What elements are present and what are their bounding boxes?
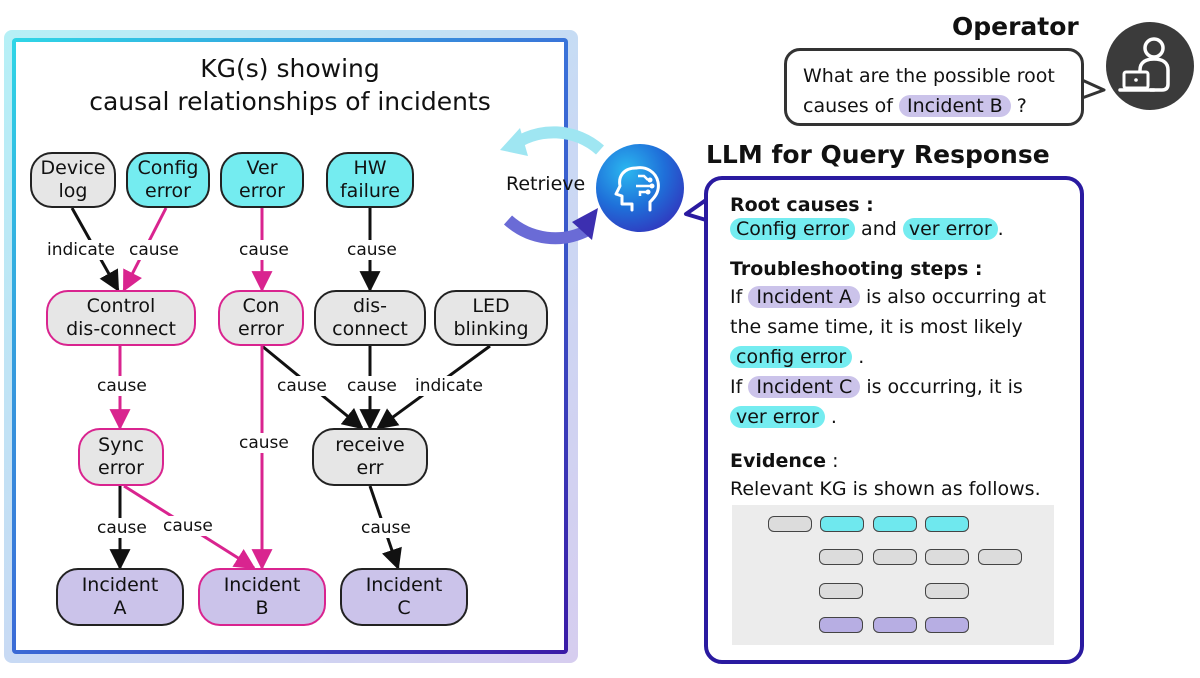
question-mark: ?	[1016, 95, 1027, 117]
evidence-colon: :	[832, 450, 839, 472]
mini-node	[925, 549, 969, 565]
edge-label-cause: cause	[346, 240, 398, 260]
node-control-disconnect: Control dis-connect	[46, 290, 196, 346]
step1-cause-pill: config error	[730, 346, 853, 368]
step-text: is occurring, it is	[866, 376, 1023, 398]
edge-label-cause: cause	[128, 240, 180, 260]
node-led-blinking: LED blinking	[434, 290, 548, 346]
llm-title: LLM for Query Response	[706, 140, 1050, 169]
step-text: is also occurring at	[866, 286, 1047, 308]
edge-label-indicate: indicate	[414, 376, 484, 396]
mini-node	[873, 549, 917, 565]
retrieve-label: Retrieve	[506, 173, 586, 195]
node-config-error: Config error	[126, 152, 210, 208]
mini-node	[819, 617, 863, 633]
root-period: .	[997, 218, 1004, 240]
edge-label-cause: cause	[96, 376, 148, 396]
step2-cause-pill: ver error	[730, 406, 825, 428]
node-con-error: Con error	[218, 290, 304, 346]
node-hw-failure: HW failure	[326, 152, 414, 208]
node-disconnect: dis- connect	[314, 290, 426, 346]
edge-label-cause: cause	[360, 518, 412, 538]
step1-line2: the same time, it is most likely	[730, 316, 1023, 338]
kg-title-line1: KG(s) showing	[200, 54, 380, 83]
root-cause-pill: Config error	[730, 218, 855, 240]
mini-node	[873, 516, 917, 532]
retrieve-arrow-bottom	[503, 215, 591, 245]
evidence-text: Relevant KG is shown as follows.	[730, 478, 1041, 500]
node-receive-err: receive err	[312, 428, 428, 486]
question-incident-pill: Incident B	[899, 95, 1011, 117]
step1-line1: If Incident A is also occurring at	[730, 282, 1046, 312]
operator-avatar-icon	[1106, 22, 1194, 110]
edge-label-cause: cause	[238, 433, 290, 453]
evidence-heading: Evidence	[730, 450, 827, 472]
step-text: If	[730, 286, 743, 308]
operator-question-bubble: What are the possible root causes of Inc…	[784, 48, 1084, 126]
edge-label-indicate: indicate	[46, 240, 116, 260]
mini-node	[925, 583, 969, 599]
step-period: .	[858, 346, 865, 368]
root-cause-pill: ver error	[902, 218, 998, 240]
kg-panel	[12, 38, 568, 654]
step2-incident-pill: Incident C	[748, 376, 861, 398]
edge-label-cause: cause	[96, 518, 148, 538]
operator-title: Operator	[952, 12, 1079, 41]
question-text: causes of	[803, 95, 893, 117]
step-text: If	[730, 376, 743, 398]
kg-title: KG(s) showing causal relationships of in…	[12, 52, 568, 118]
step2-line2: ver error .	[730, 402, 837, 432]
root-causes-line: Config error and ver error.	[730, 214, 1004, 244]
node-incident-c: Incident C	[340, 568, 468, 626]
node-sync-error: Sync error	[78, 428, 164, 486]
kg-title-line2: causal relationships of incidents	[89, 87, 491, 116]
mini-node	[820, 516, 864, 532]
edge-label-cause: cause	[346, 376, 398, 396]
step2-line1: If Incident C is occurring, it is	[730, 372, 1023, 402]
steps-heading: Troubleshooting steps :	[730, 258, 983, 280]
edge-label-cause: cause	[162, 516, 214, 536]
question-line1: What are the possible root	[803, 65, 1055, 87]
root-and: and	[861, 218, 897, 240]
mini-node	[768, 516, 812, 532]
node-incident-b: Incident B	[198, 568, 326, 626]
mini-node	[873, 617, 917, 633]
mini-node	[925, 516, 969, 532]
step-period: .	[830, 406, 837, 428]
question-line2: causes of Incident B ?	[803, 91, 1065, 121]
mini-node	[819, 583, 863, 599]
node-device-log: Device log	[30, 152, 116, 208]
step1-line3: config error .	[730, 342, 864, 372]
step1-incident-pill: Incident A	[748, 286, 860, 308]
mini-node	[925, 617, 969, 633]
node-incident-a: Incident A	[56, 568, 184, 626]
edge-label-cause: cause	[238, 240, 290, 260]
mini-node	[819, 549, 863, 565]
llm-brain-icon	[596, 144, 684, 232]
mini-node	[978, 549, 1022, 565]
node-ver-error: Ver error	[220, 152, 304, 208]
root-causes-heading: Root causes :	[730, 194, 874, 216]
edge-label-cause: cause	[276, 376, 328, 396]
evidence-heading-line: Evidence :	[730, 446, 839, 476]
